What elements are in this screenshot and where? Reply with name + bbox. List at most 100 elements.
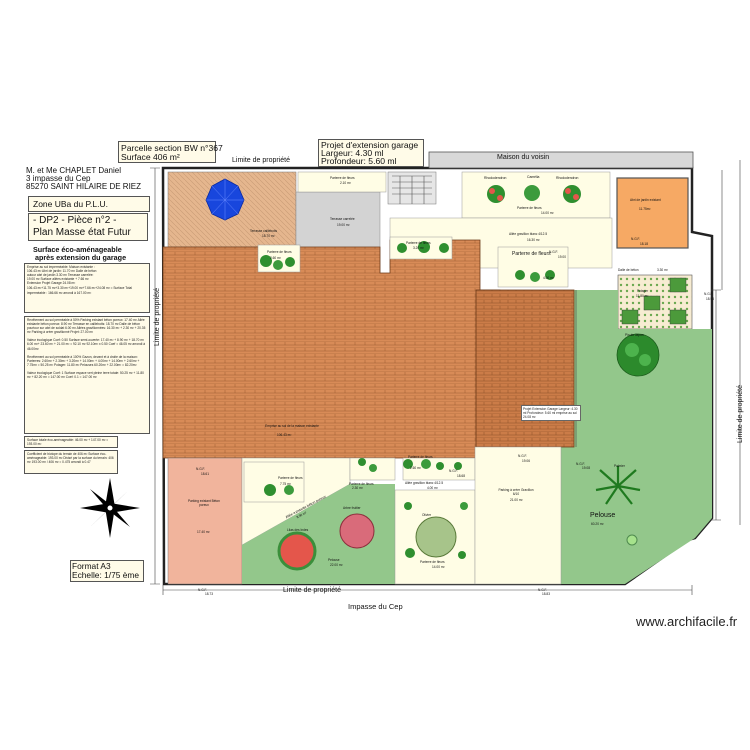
parterre-left-label: Parterre de fleurs (267, 250, 292, 254)
parterre-fleurs-bl (243, 461, 305, 503)
bush-icon (515, 270, 555, 282)
zone-label: Zone UBa du P.L.U. (33, 199, 108, 209)
arbre-fruitier-label: Arbre fruitier (343, 506, 361, 510)
parterre-left-area: 2.60 m² (270, 256, 281, 260)
pelouse-right-top (573, 290, 618, 330)
owner-line3: 85270 SAINT HILAIRE DE RIEZ (26, 182, 142, 191)
emprise-label: Emprise au sol de la maison existante (265, 424, 319, 428)
title-line1: - DP2 - Pièce n°2 - (33, 215, 117, 226)
limite-top: Limite de propriété (232, 157, 290, 164)
bush-icon (626, 534, 638, 546)
parterre-d-area: 2.60 m² (410, 466, 421, 470)
bush-icon (260, 255, 295, 270)
format-box: Format A3 Echelle: 1/75 ème (70, 560, 144, 582)
potager-label: Potager (637, 289, 649, 293)
palmier-label: Palmier (614, 464, 625, 468)
parking-gauche (167, 457, 243, 585)
parterre-bl-area: 7.75 m² (280, 482, 291, 486)
bush-icon (403, 459, 462, 470)
parterre-mid-area: 3.20 m² (413, 246, 424, 250)
parterre-mid-label: Parterre de fleurs (406, 241, 431, 245)
owner-line1: M. et Me CHAPLET Daniel (26, 166, 121, 175)
potager-bed (643, 295, 661, 311)
emprise-area: 106.43 m² (277, 433, 292, 437)
potager-bed (669, 309, 687, 325)
notes-block: Coefficient de biotope du terrain de 406… (24, 450, 118, 474)
zone-box: Zone UBa du P.L.U. (28, 196, 150, 212)
stairs-lines (392, 175, 432, 204)
bush-icon (358, 458, 377, 472)
tree-icon (616, 333, 660, 377)
watermark: www.archifacile.fr (636, 614, 738, 629)
parking-gauche-area: 17.40 m² (197, 530, 210, 534)
notes-text: Coefficient de biotope du terrain de 406… (27, 452, 114, 465)
terrasse-carrelee-label: Terrasse carrelée (330, 217, 355, 221)
notes-text: Surface totale éco-aménageable: 46.00 m²… (27, 438, 109, 447)
potager-area: 11.80 m² (636, 294, 649, 298)
parking-gauche-label: Parking existant Béton poreux (188, 499, 220, 507)
abri-area: 11.75m² (639, 207, 651, 211)
title-box: - DP2 - Pièce n°2 - Plan Masse état Futu… (28, 213, 148, 241)
ngf-bottom-right-val: 18.83 (542, 592, 550, 596)
parcel-box: Parcelle section BW n°367 Surface 406 m² (118, 141, 223, 163)
notes-block: Emprise au sol imperméable: Maison exist… (24, 263, 150, 313)
notes-text: Valeur écologique Coef: 1 Surface espace… (27, 370, 144, 380)
limite-right: Limite de propriété (737, 385, 744, 443)
parterre-bl-label: Parterre de fleurs (278, 476, 303, 480)
ngf2: N.G.F. (549, 250, 559, 254)
notes-block: Surface totale éco-aménageable: 46.00 m²… (24, 436, 118, 448)
camelia: Camélia (527, 175, 540, 179)
notes-text: Revêtement au sol perméable à 100% Gazon… (27, 354, 140, 367)
format-line1: Format A3 (72, 561, 111, 571)
neighbour-house (428, 151, 694, 169)
subtitle-line1: Surface éco-aménageable (33, 245, 122, 254)
notes-text: 106.43 m²+11.75 m²+3.30 m²+19.00 m²+7.66… (27, 286, 132, 295)
ngf-left: N.G.F. (196, 467, 206, 471)
ngf-right2-val: 19.08 (582, 466, 590, 470)
parterre-top-label: Parterre de fleurs (330, 176, 355, 180)
dalle-label: Dalle de béton (618, 268, 639, 272)
impasse-label: Impasse du Cep (348, 602, 403, 611)
project-box: Projet d'extension garage Largeur: 4.30 … (318, 139, 424, 167)
ngf-far-right-val: 18.93 (706, 297, 714, 301)
ngf-bottom-right: N.G.F. (538, 588, 548, 592)
allee-bottom-label: Allée gravillon blanc 4/12.5 (405, 481, 444, 485)
parterre-c-label: Parterre de fleurs (349, 482, 374, 486)
terrasse-carrelee-area: 19.00 m² (337, 223, 350, 227)
limite-left: Limite de propriété (154, 288, 161, 346)
dimension-line (711, 289, 721, 521)
bush-icon (563, 185, 581, 203)
notes-text: Valeur écologique Coef: 0.50 Surface sem… (27, 338, 145, 351)
dalle-area: 3.30 m² (657, 268, 668, 272)
parterre-e-label: Parterre de fleurs (420, 560, 445, 564)
ngf-bottom-left-val: 18.73 (205, 592, 213, 596)
parcel-line1: Parcelle section BW n°367 (121, 143, 223, 153)
ngf-mid: N.G.F. (449, 469, 459, 473)
bush-icon (524, 185, 540, 201)
pelouse-right-label: Pelouse (590, 512, 616, 519)
parterre-fleurs-top (297, 171, 387, 193)
voisin-label: Maison du voisin (497, 154, 550, 161)
bush-icon (487, 185, 505, 203)
ngf-right1-val: 19.06 (522, 459, 530, 463)
project-line1: Projet d'extension garage (321, 140, 419, 150)
umbrella-icon (205, 178, 245, 221)
pelouse-right-area: 60.20 m² (591, 522, 604, 526)
parking-creer-label: Parking à créer Gravillon 6/10 (498, 488, 534, 496)
abri-jardin (616, 177, 689, 249)
lilas-label: Lilas des Indes (287, 528, 309, 532)
palmier-icon (595, 466, 641, 505)
ngf2-val: 19.00 (558, 255, 566, 259)
potager-bed (621, 309, 639, 325)
terrasse-caill-area: 18.70 m² (262, 234, 275, 238)
parterre-c-area: 2.30 m² (352, 486, 363, 490)
bush-icon (404, 502, 468, 559)
notes-text: Emprise au sol imperméable: Maison exist… (27, 265, 97, 286)
ngf1-val: 18.18 (640, 242, 648, 246)
parterre-d-label: Parterre de fleurs (408, 455, 433, 459)
pin-label: Pin du Japon (625, 333, 644, 337)
ngf-bottom-left: N.G.F. (198, 588, 208, 592)
subtitle-line2: après extension du garage (35, 253, 127, 262)
parterre-right-area: 14.00 m² (541, 211, 554, 215)
